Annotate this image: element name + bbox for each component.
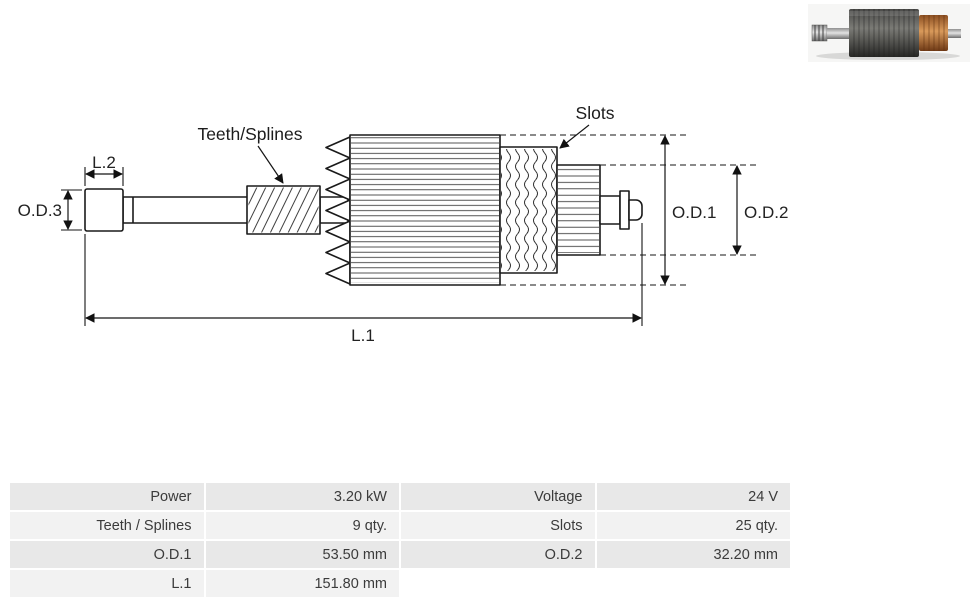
dim-label-l1: L.1 bbox=[351, 326, 375, 345]
armature-photo bbox=[808, 4, 970, 62]
spec-value-cell: 25 qty. bbox=[596, 512, 790, 539]
table-row: Teeth / Splines 9 qty. Slots 25 qty. bbox=[10, 512, 790, 539]
dim-label-od2: O.D.2 bbox=[744, 203, 788, 222]
table-row: L.1 151.80 mm bbox=[10, 570, 790, 597]
dim-label-od3: O.D.3 bbox=[18, 201, 62, 220]
spec-label-cell: O.D.1 bbox=[10, 541, 204, 568]
table-row: O.D.1 53.50 mm O.D.2 32.20 mm bbox=[10, 541, 790, 568]
spec-label-cell: O.D.2 bbox=[401, 541, 595, 568]
label-slots: Slots bbox=[576, 103, 615, 123]
spec-value-cell: 53.50 mm bbox=[205, 541, 399, 568]
spec-value-cell: 151.80 mm bbox=[205, 570, 399, 597]
spec-value-cell: 3.20 kW bbox=[205, 483, 399, 510]
spec-label-cell: Slots bbox=[401, 512, 595, 539]
spec-value-cell bbox=[596, 570, 790, 597]
table-row: Power 3.20 kW Voltage 24 V bbox=[10, 483, 790, 510]
extension-lines bbox=[61, 167, 643, 326]
shaft bbox=[122, 196, 250, 224]
spec-label-cell: L.1 bbox=[10, 570, 204, 597]
photo-shaft-stub bbox=[948, 29, 961, 38]
spec-value-cell: 24 V bbox=[596, 483, 790, 510]
spec-label-cell: Teeth / Splines bbox=[10, 512, 204, 539]
dim-label-l2: L.2 bbox=[92, 153, 116, 172]
photo-commutator bbox=[919, 15, 948, 51]
armature-technical-drawing: L.2 O.D.3 O.D.1 O.D.2 L.1 Teeth/Splines … bbox=[18, 103, 789, 345]
spec-value-cell: 9 qty. bbox=[205, 512, 399, 539]
spec-label-cell: Voltage bbox=[401, 483, 595, 510]
spec-label-cell: Power bbox=[10, 483, 204, 510]
construction-lines bbox=[500, 134, 758, 286]
photo-shaft bbox=[827, 28, 851, 39]
spec-table: Power 3.20 kW Voltage 24 V Teeth / Splin… bbox=[10, 483, 790, 597]
label-teeth-splines: Teeth/Splines bbox=[197, 124, 302, 144]
shaft-end-block bbox=[84, 188, 124, 232]
dimension-lines bbox=[63, 124, 742, 323]
spec-value-cell: 32.20 mm bbox=[596, 541, 790, 568]
dim-label-od1: O.D.1 bbox=[672, 203, 716, 222]
fan-blades bbox=[325, 136, 351, 285]
spec-label-cell bbox=[401, 570, 595, 597]
